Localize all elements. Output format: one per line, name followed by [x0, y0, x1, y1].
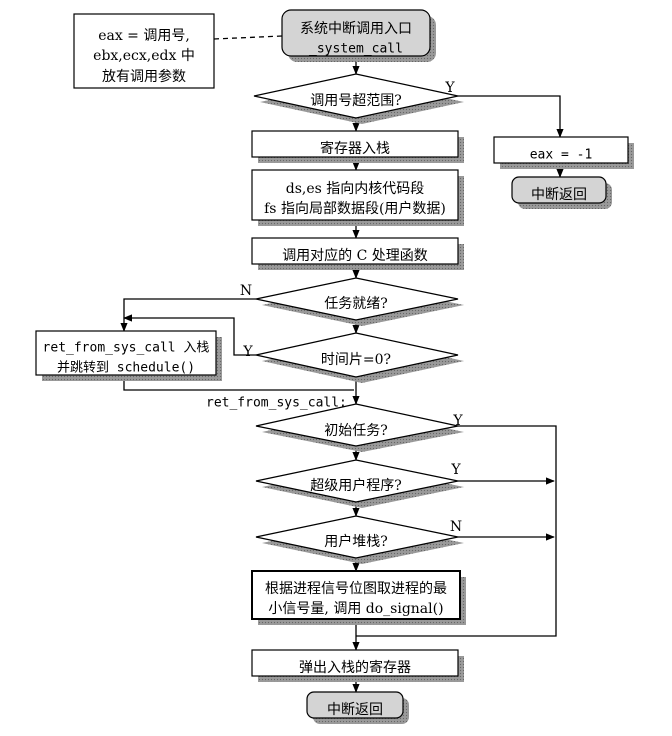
slice-yes-label: Y [242, 344, 253, 360]
ret-schedule-line-2: 并跳转到 schedule() [57, 361, 195, 376]
signal-box: 根据进程信号位图取进程的最 小信号量, 调用 do_signal() [251, 570, 466, 625]
ret-from-sys-call-label: ret_from_sys_call: [206, 396, 347, 411]
decision-ready-label: 任务就绪? [324, 296, 388, 312]
decision-range-label: 调用号超范围? [310, 92, 402, 109]
ret-schedule-box: ret_from_sys_call 入栈 并跳转到 schedule() [35, 330, 222, 381]
decision-slice: 时间片=0? [255, 332, 464, 383]
return-terminal-1: 中断返回 [511, 176, 612, 209]
eax-minus-one-label: eax = -1 [530, 148, 593, 163]
decision-super-label: 超级用户程序? [310, 477, 402, 494]
comment-link [213, 35, 283, 40]
push-regs-label: 寄存器入栈 [320, 140, 390, 157]
decision-ustack: 用户堆栈? [255, 515, 464, 564]
ds-es-line-1: ds,es 指向内核代码段 [286, 181, 425, 197]
decision-slice-label: 时间片=0? [321, 352, 391, 368]
ds-es-line-2: fs 指向局部数据段(用户数据) [264, 200, 446, 217]
decision-ready: 任务就绪? [255, 277, 464, 326]
start-line-1: 系统中断调用入口 [300, 21, 412, 37]
return-terminal-2: 中断返回 [306, 691, 409, 724]
comment-box: eax = 调用号, ebx,ecx,edx 中 放有调用参数 [73, 13, 215, 89]
call-c-box: 调用对应的 C 处理函数 [251, 237, 464, 270]
signal-line-2: 小信号量, 调用 do_signal() [268, 601, 443, 617]
start-line-2: _system_call [309, 42, 403, 57]
comment-line-1: eax = 调用号, [98, 28, 190, 44]
init-yes-label: Y [452, 413, 463, 429]
comment-line-3: 放有调用参数 [102, 68, 186, 85]
decision-ustack-label: 用户堆栈? [324, 533, 388, 550]
edge-range-yes [458, 95, 564, 138]
comment-line-2: ebx,ecx,edx 中 [93, 48, 195, 64]
pop-regs-label: 弹出入栈的寄存器 [299, 659, 411, 676]
range-yes-label: Y [444, 80, 455, 96]
return-2-label: 中断返回 [327, 702, 383, 718]
ds-es-box: ds,es 指向内核代码段 fs 指向局部数据段(用户数据) [251, 169, 464, 226]
call-c-label: 调用对应的 C 处理函数 [282, 247, 428, 264]
return-1-label: 中断返回 [531, 187, 587, 203]
ready-no-label: N [240, 283, 252, 299]
super-yes-label: Y [450, 462, 461, 478]
connectors [120, 35, 564, 693]
edge-ready-no [120, 298, 256, 332]
signal-line-1: 根据进程信号位图取进程的最 [265, 581, 447, 597]
decision-init-label: 初始任务? [324, 422, 388, 439]
ret-schedule-line-1: ret_from_sys_call 入栈 [43, 341, 210, 356]
decision-super: 超级用户程序? [255, 459, 464, 508]
eax-minus-one-box: eax = -1 [493, 136, 634, 169]
start-terminal: 系统中断调用入口 _system_call [281, 9, 436, 62]
push-regs-box: 寄存器入栈 [251, 130, 464, 163]
pop-regs-box: 弹出入栈的寄存器 [251, 649, 464, 682]
edge-slice-yes [123, 314, 256, 356]
ustack-no-label: N [450, 519, 462, 535]
decision-init: 初始任务? [255, 403, 464, 452]
edge-init-yes [356, 425, 557, 637]
decision-range: 调用号超范围? [253, 73, 464, 124]
